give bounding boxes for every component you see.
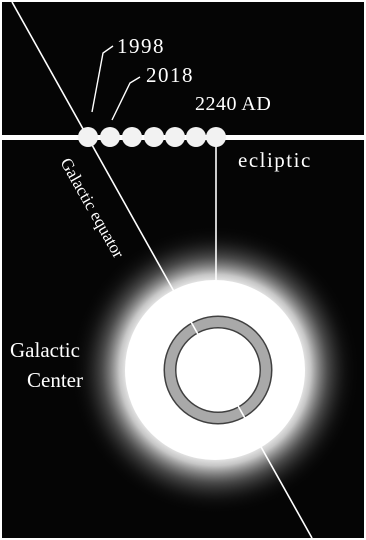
sun-position-1998 <box>78 127 98 147</box>
sun-position-4 <box>144 127 164 147</box>
label-2240-ad: 2240 AD <box>195 93 271 115</box>
sun-position-5 <box>165 127 185 147</box>
label-1998: 1998 <box>117 34 165 58</box>
label-ecliptic: ecliptic <box>238 148 312 172</box>
sun-position-6 <box>186 127 206 147</box>
sun-position-3 <box>122 127 142 147</box>
label-galactic-center-line2: Center <box>27 368 83 392</box>
sun-position-2018 <box>100 127 120 147</box>
galactic-center-disc <box>125 280 305 460</box>
label-galactic-center-line1: Galactic <box>10 338 80 362</box>
sun-position-2240 <box>206 127 226 147</box>
label-2018: 2018 <box>146 63 194 87</box>
